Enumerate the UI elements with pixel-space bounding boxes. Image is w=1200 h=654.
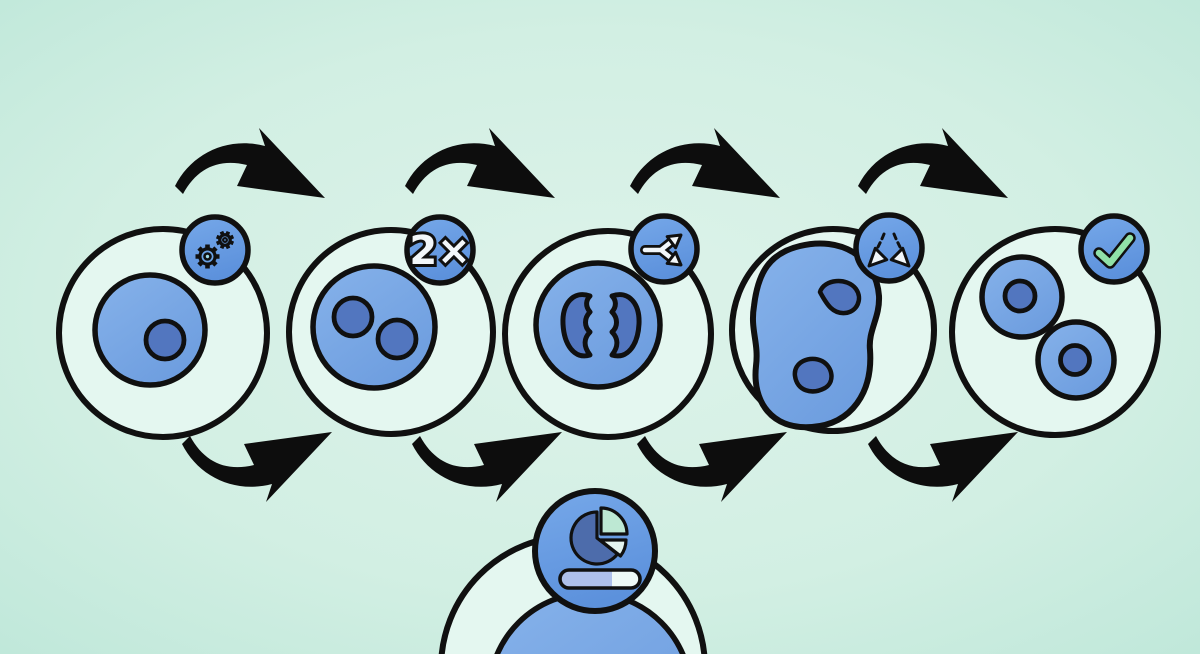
chromosome-right: [609, 292, 642, 359]
progress-bar-icon: [558, 568, 642, 590]
stage-badge: [1078, 213, 1150, 285]
stage-badge: [628, 213, 700, 285]
stage-cell-growth: [56, 214, 270, 440]
stage-duplicated-content: 2×: [286, 214, 496, 437]
pie-slice-pale: [598, 538, 628, 558]
daughter-nucleus-1: [1002, 278, 1038, 314]
progress-outline: [558, 568, 642, 590]
diverging-arrows-icon: [867, 232, 911, 268]
progress-fill: [560, 570, 612, 588]
cell-nucleus: [143, 318, 187, 362]
stage-badge: [853, 212, 925, 284]
stage-dividing-cell: [729, 212, 937, 434]
stage-aligned-chromosomes: [502, 213, 714, 440]
stage-badge: [179, 214, 251, 286]
split-arrow-icon: [640, 233, 683, 267]
bottom-progress-badge: [532, 488, 658, 614]
stage-badge: 2×: [404, 214, 476, 286]
pie-chart-icon: [569, 506, 629, 566]
pie-slice-mint: [599, 506, 629, 536]
cell-cytoplasm: [533, 260, 663, 390]
cell-cytoplasm: [310, 263, 438, 391]
cell-nucleus-2: [792, 356, 834, 394]
dividing-cytoplasm: [750, 240, 883, 431]
stage-daughter-cells: [949, 213, 1161, 438]
chromosome-left: [560, 292, 593, 359]
badge-circle: [853, 212, 925, 284]
cell-nucleus-1: [331, 295, 375, 339]
pie-slice-main: [569, 510, 620, 566]
2x-badge-label: 2×: [409, 228, 470, 274]
checkmark-icon: [1093, 232, 1136, 269]
cell-nucleus-1: [817, 278, 862, 316]
cell-nucleus-2: [375, 317, 419, 361]
gears-icon: [195, 230, 235, 269]
daughter-nucleus-2: [1058, 343, 1092, 377]
badge-circle: [404, 214, 476, 286]
